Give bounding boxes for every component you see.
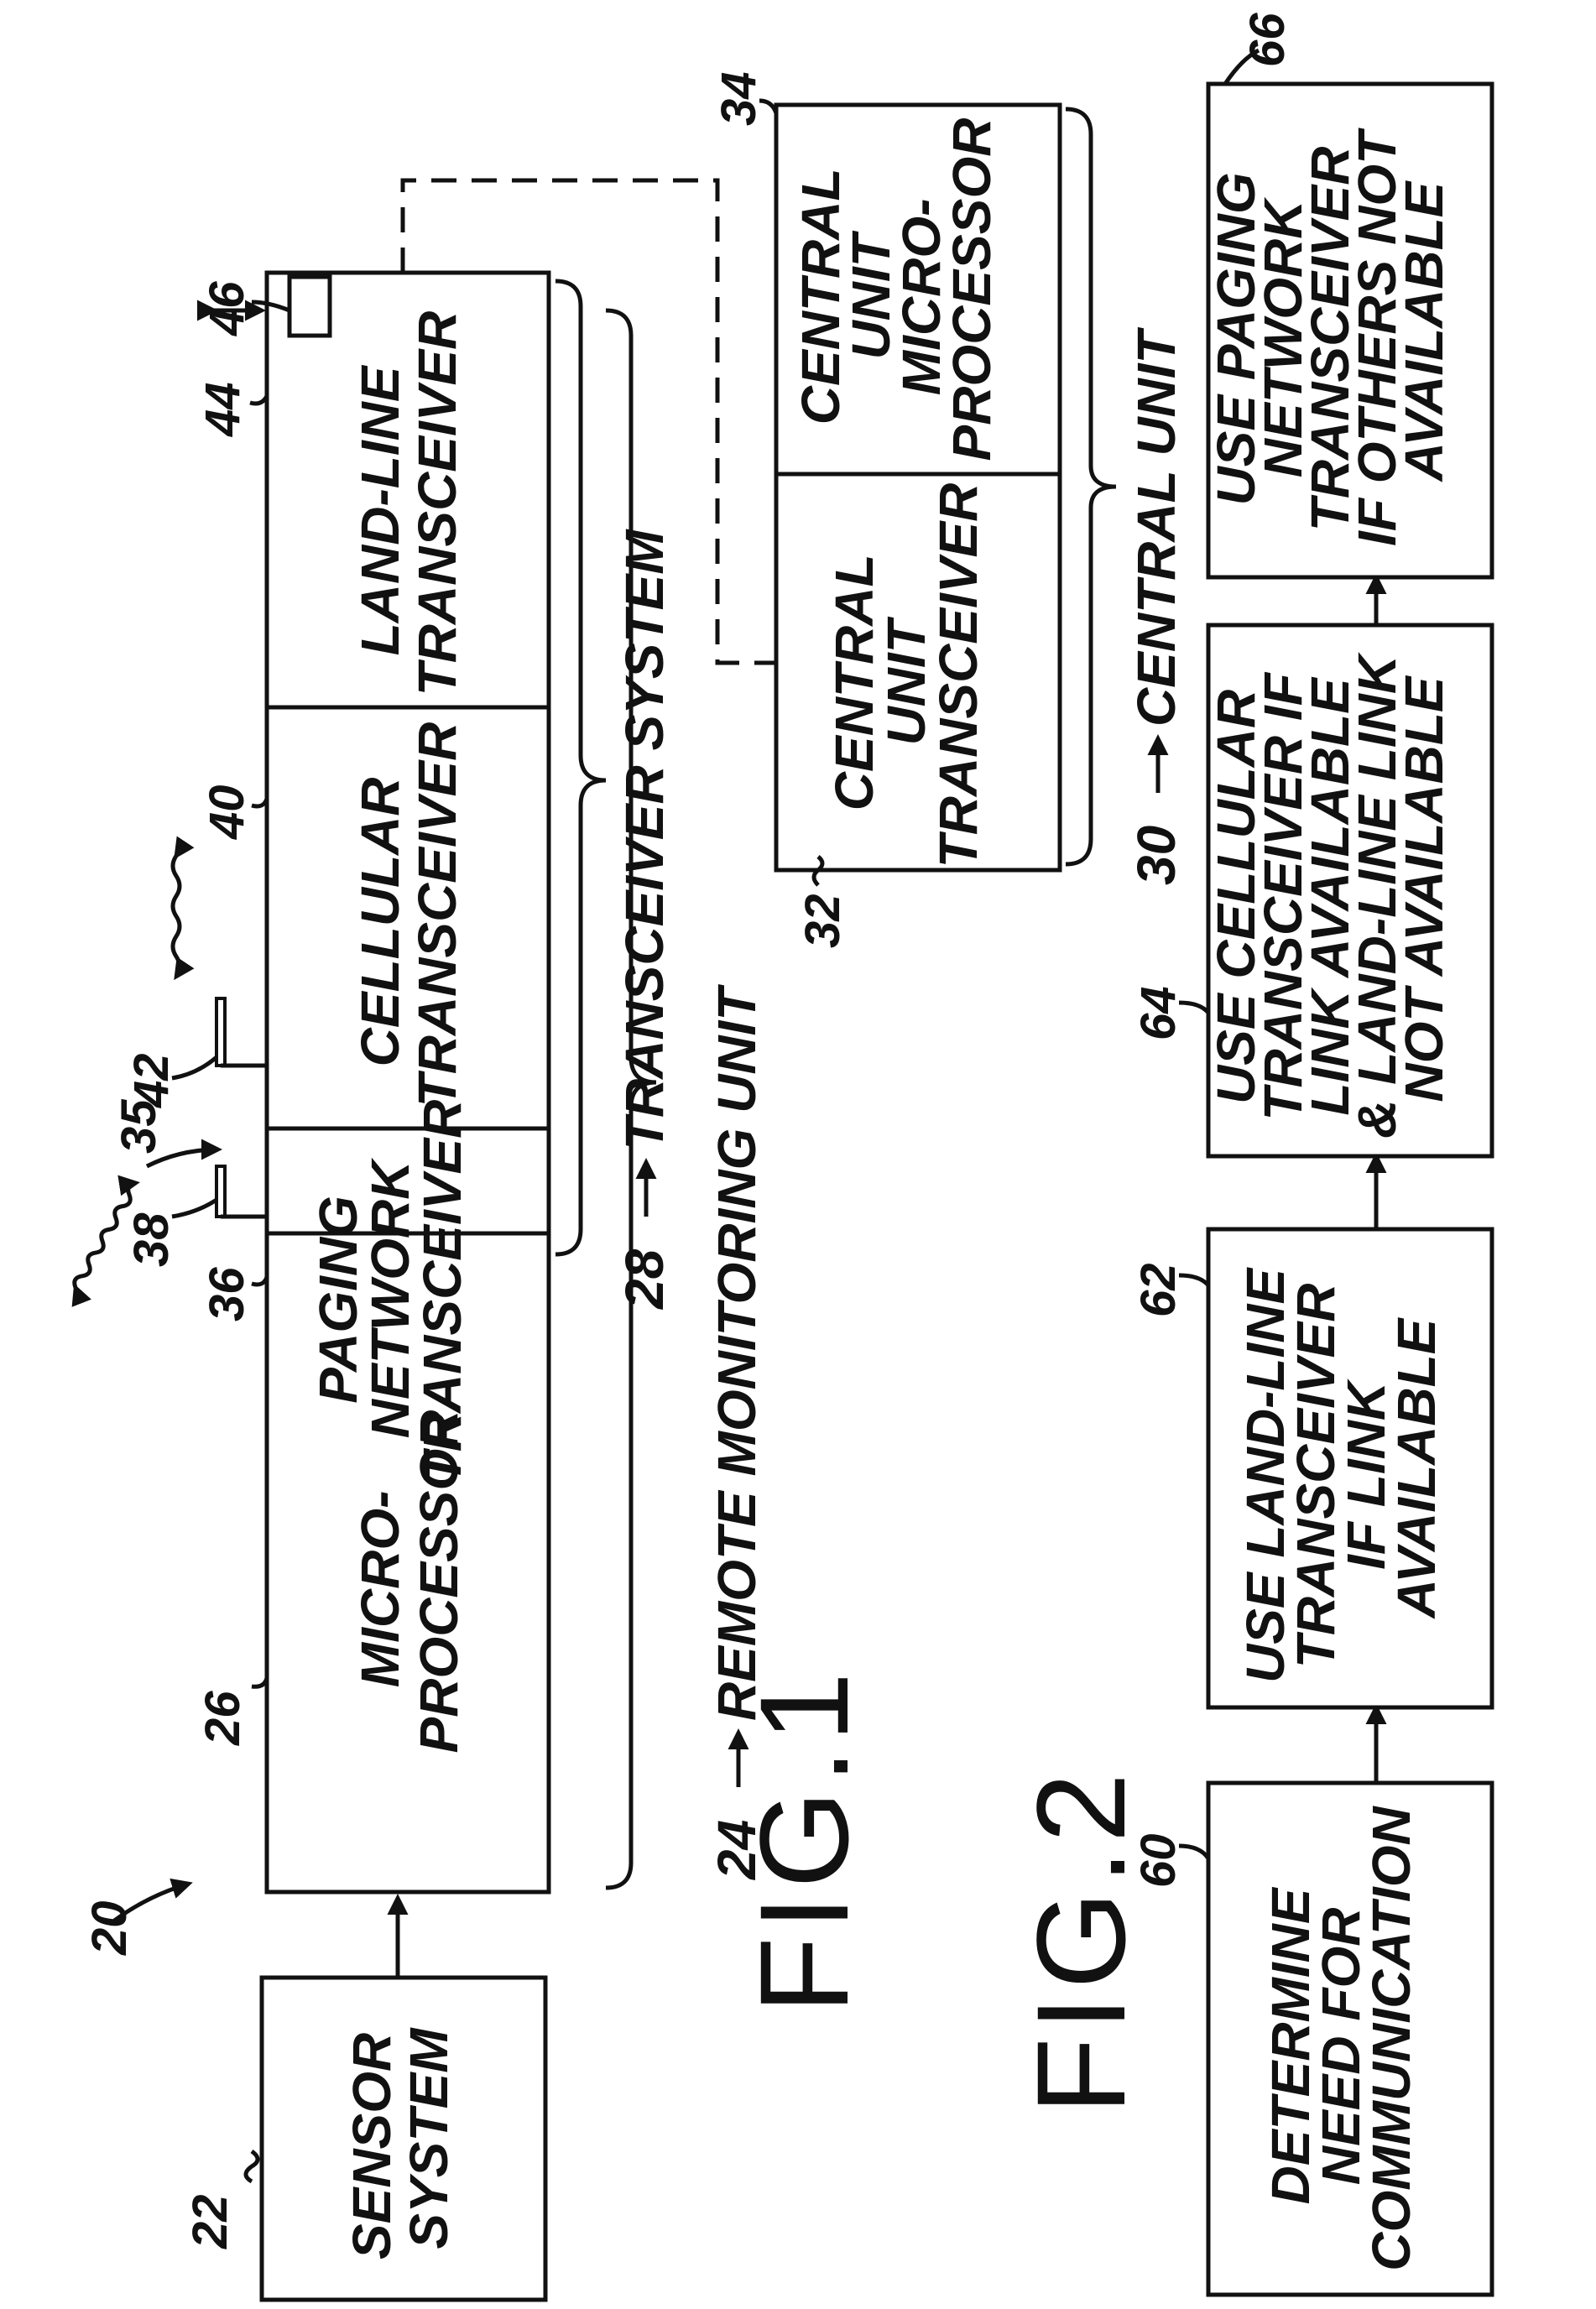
paging-antenna bbox=[216, 1166, 225, 1217]
ref-22-leader bbox=[246, 2151, 258, 2181]
cellular-antenna bbox=[216, 998, 225, 1066]
ref-36: 36 bbox=[200, 1267, 254, 1321]
central-unit-label: 30 CENTRAL UNIT bbox=[1126, 326, 1187, 885]
step-64-label: USE CELLULAR TRANSCEIVER IF LINK AVAILAB… bbox=[1206, 640, 1454, 1139]
sensor-system-label: SENSOR SYSTEM bbox=[342, 2018, 459, 2259]
ref-64: 64 bbox=[1131, 986, 1186, 1040]
ref-26-leader bbox=[252, 1678, 267, 1686]
central-unit-brace bbox=[1066, 109, 1116, 864]
ref-44: 44 bbox=[196, 382, 250, 437]
ref-34: 34 bbox=[712, 71, 766, 126]
ref-26: 26 bbox=[196, 1691, 250, 1746]
ref-38-leader bbox=[172, 1200, 216, 1217]
cellular-signal-wave bbox=[173, 856, 180, 977]
ref-42: 42 bbox=[124, 1053, 179, 1108]
transceiver-system-brace bbox=[555, 281, 606, 1254]
landline-transceiver-label: LAND-LINE TRANSCEIVER bbox=[350, 311, 467, 696]
ref-32: 32 bbox=[795, 894, 850, 948]
port-46 bbox=[289, 277, 330, 336]
ref-44-leader bbox=[250, 396, 267, 404]
ref-22: 22 bbox=[183, 2194, 237, 2249]
ref-38: 38 bbox=[124, 1212, 179, 1267]
ref-40: 40 bbox=[200, 784, 254, 840]
ref-60: 60 bbox=[1131, 1833, 1186, 1888]
ref-62: 62 bbox=[1131, 1263, 1186, 1317]
cellular-transceiver-label: CELLULAR TRANSCEIVER bbox=[350, 722, 467, 1108]
fig1-title: FIG.1 bbox=[733, 1665, 874, 2014]
fig2-title: FIG.2 bbox=[1010, 1766, 1151, 2114]
